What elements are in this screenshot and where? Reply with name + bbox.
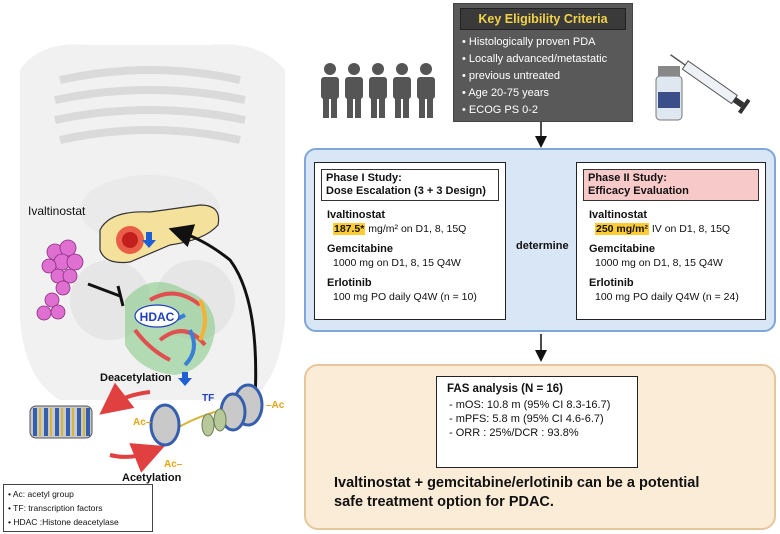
legend-item: • TF: transcription factors [8, 503, 103, 513]
fas-title: FAS analysis (N = 16) [447, 383, 564, 395]
acetylation-label: Acetylation [122, 472, 182, 484]
eligibility-title: Key Eligibility Criteria [460, 8, 626, 30]
phase2-drug1-dose: 250 mg/m² IV on D1, 8, 15Q [595, 223, 765, 235]
phase2-title-line1: Phase II Study: [588, 172, 667, 184]
down-arrow-icon [142, 232, 156, 248]
hdac-protein-icon [125, 282, 215, 375]
phase1-box: Phase I Study: Dose Escalation (3 + 3 De… [314, 162, 506, 320]
fas-row: - mPFS: 5.8 m (95% CI 4.6-6.7) [449, 413, 604, 425]
phase1-dose-highlight: 187.5* [333, 223, 366, 235]
ac-label-bottom: Ac– [164, 459, 183, 470]
determine-label: determine [516, 240, 569, 252]
legend-item: • Ac: acetyl group [8, 489, 74, 499]
conclusion-line2: safe treatment option for PDAC. [334, 494, 554, 510]
pancreas-icon [99, 204, 220, 264]
phase1-dose-rest: mg/m² on D1, 8, 15Q [368, 223, 467, 235]
phase1-drug3: Erlotinib [327, 277, 372, 289]
legend-item: • HDAC :Histone deacetylase [8, 517, 119, 527]
eligibility-box: Key Eligibility Criteria Histologically … [453, 3, 633, 122]
phase1-drug2: Gemcitabine [327, 243, 394, 255]
drug-label: Ivaltinostat [28, 204, 86, 218]
inhibition-icon [87, 282, 125, 307]
fas-row: - mOS: 10.8 m (95% CI 8.3-16.7) [449, 399, 611, 411]
acetylation-arrow-icon [109, 443, 165, 473]
phase2-box: Phase II Study: Efficacy Evaluation Ival… [576, 162, 766, 320]
hdac-label: HDAC [140, 310, 175, 324]
curved-arrow-icon [168, 224, 258, 401]
phase2-drug1: Ivaltinostat [589, 209, 648, 221]
deacetylation-label: Deacetylation [100, 372, 172, 384]
deacetylation-down-icon [178, 372, 192, 386]
phase2-header: Phase II Study: Efficacy Evaluation [583, 169, 759, 201]
eligibility-item: Age 20-75 years [462, 85, 632, 102]
phase1-header: Phase I Study: Dose Escalation (3 + 3 De… [321, 169, 499, 201]
phase1-title-line2: Dose Escalation (3 + 3 Design) [326, 185, 486, 197]
condensed-chromatin-icon [29, 405, 93, 439]
deacetylation-arrow-icon [99, 382, 151, 415]
phase1-drug3-dose: 100 mg PO daily Q4W (n = 10) [333, 291, 477, 303]
eligibility-item: previous untreated [462, 68, 632, 85]
molecule-icon [36, 239, 84, 321]
open-chromatin-icon [149, 383, 264, 447]
conclusion: Ivaltinostat + gemcitabine/erlotinib can… [334, 474, 754, 512]
ac-label-left: Ac– [133, 417, 152, 428]
patients-icon [321, 63, 435, 118]
phase2-drug3-dose: 100 mg PO daily Q4W (n = 24) [595, 291, 739, 303]
mechanism-illustration: HDAC [20, 44, 285, 473]
tf-label: TF [202, 393, 215, 404]
phase1-title-line1: Phase I Study: [326, 172, 402, 184]
vial-syringe-icon [655, 54, 751, 121]
phase2-drug2-dose: 1000 mg on D1, 8, 15 Q4W [595, 257, 723, 269]
eligibility-item: ECOG PS 0-2 [462, 102, 632, 119]
conclusion-line1: Ivaltinostat + gemcitabine/erlotinib can… [334, 475, 700, 491]
legend: • Ac: acetyl group • TF: transcription f… [3, 484, 153, 532]
phase2-title-line2: Efficacy Evaluation [588, 185, 689, 197]
phase2-dose-highlight: 250 mg/m² [595, 223, 649, 235]
phase2-dose-rest: IV on D1, 8, 15Q [651, 223, 731, 235]
ac-label-right: –Ac [266, 400, 285, 411]
fas-row: - ORR : 25%/DCR : 93.8% [449, 427, 579, 439]
study-panel: Phase I Study: Dose Escalation (3 + 3 De… [304, 148, 776, 332]
eligibility-item: Locally advanced/metastatic [462, 51, 632, 68]
fas-box: FAS analysis (N = 16) - mOS: 10.8 m (95%… [436, 376, 638, 468]
phase1-drug1: Ivaltinostat [327, 209, 386, 221]
eligibility-item: Histologically proven PDA [462, 34, 632, 51]
phase1-drug2-dose: 1000 mg on D1, 8, 15 Q4W [333, 257, 461, 269]
phase2-drug2: Gemcitabine [589, 243, 656, 255]
phase1-drug1-dose: 187.5* mg/m² on D1, 8, 15Q [333, 223, 505, 235]
phase2-drug3: Erlotinib [589, 277, 634, 289]
results-panel: FAS analysis (N = 16) - mOS: 10.8 m (95%… [304, 364, 776, 530]
